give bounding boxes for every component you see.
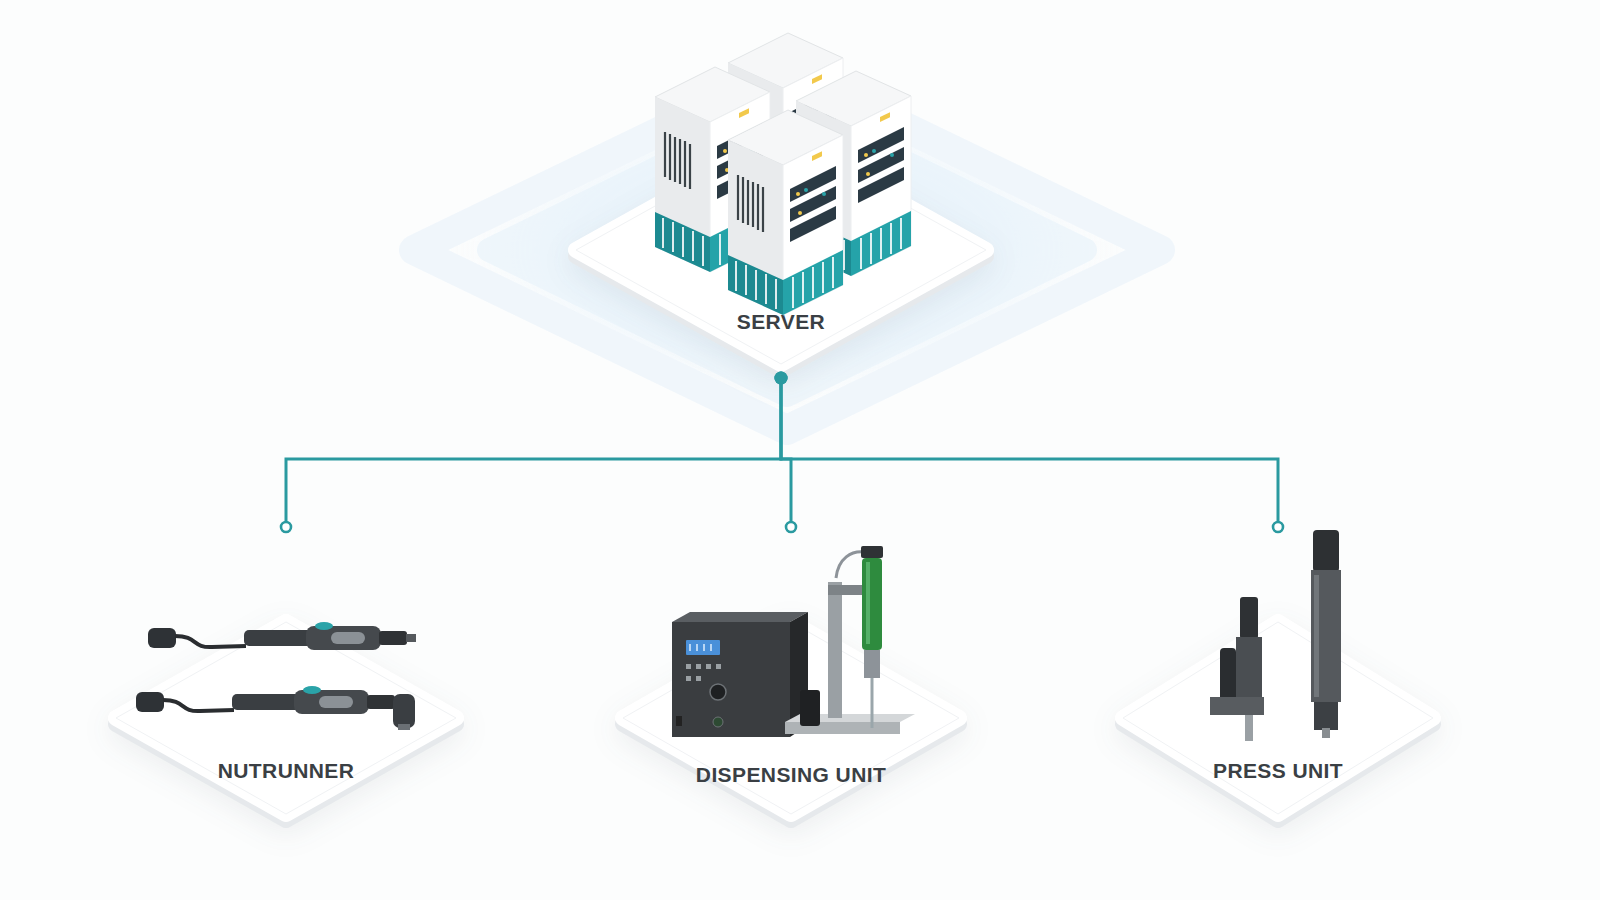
connector-end-dot bbox=[281, 522, 291, 532]
node-label: DISPENSING UNIT bbox=[612, 763, 970, 787]
node-label: PRESS UNIT bbox=[1113, 759, 1443, 783]
syringe-cap bbox=[861, 546, 883, 558]
platform-shape bbox=[105, 532, 467, 828]
platform-node: PRESS UNIT bbox=[1113, 532, 1443, 828]
platform-outline bbox=[1123, 622, 1433, 814]
node-label: SERVER bbox=[560, 310, 1002, 334]
connector bbox=[775, 372, 1284, 533]
platform-shape bbox=[1113, 532, 1443, 828]
platform-node: SERVER bbox=[560, 20, 1002, 378]
connector bbox=[775, 372, 797, 533]
platform-top bbox=[1123, 622, 1433, 814]
glow-diamond bbox=[414, 70, 1160, 430]
platform-top bbox=[116, 622, 456, 814]
stand-arm bbox=[828, 585, 870, 595]
connector-end-dot bbox=[1273, 522, 1283, 532]
press-motor bbox=[1313, 530, 1339, 572]
lcd-segments bbox=[690, 644, 711, 651]
platform-node: NUTRUNNER bbox=[105, 532, 467, 828]
connector-line bbox=[781, 378, 791, 532]
air-hose bbox=[836, 552, 870, 578]
platform-node: DISPENSING UNIT bbox=[612, 532, 970, 828]
platform-outline bbox=[116, 622, 456, 814]
connector-end-dot bbox=[786, 522, 796, 532]
connector-line bbox=[286, 378, 781, 532]
connector bbox=[281, 372, 788, 533]
syringe-barrel bbox=[862, 558, 882, 650]
node-label: NUTRUNNER bbox=[105, 759, 467, 783]
syringe-highlight bbox=[866, 562, 870, 644]
connector-line bbox=[781, 378, 1278, 532]
tool-nose bbox=[406, 634, 416, 642]
glow-diamond bbox=[489, 105, 1085, 395]
lcd-screen bbox=[686, 640, 720, 655]
